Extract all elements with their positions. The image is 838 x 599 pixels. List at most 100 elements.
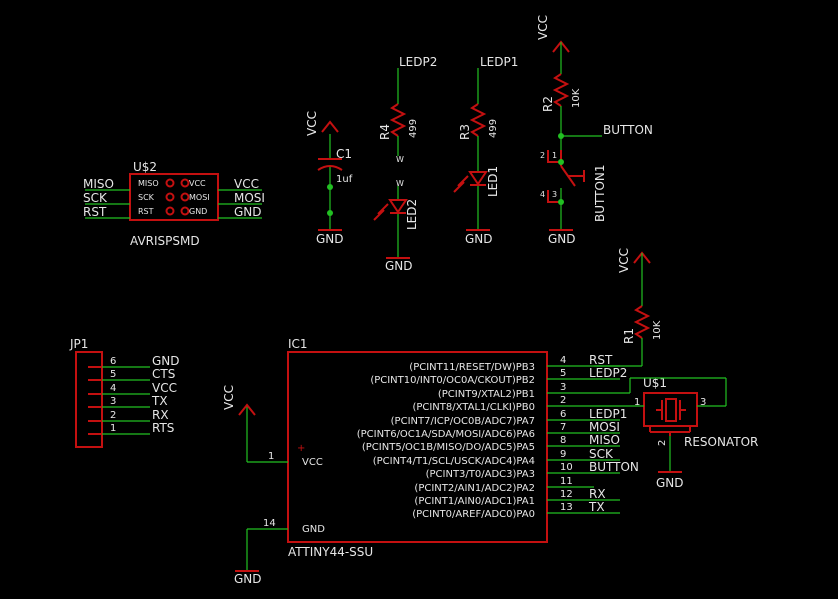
r2-refdes: R2 <box>541 96 555 112</box>
ic1-pin-name: (PCINT9/XTAL2)PB1 <box>438 389 535 400</box>
jp1-pin-5: 5 <box>110 369 116 380</box>
net-label-ic1: SCK <box>589 447 614 461</box>
ic1-pinnum-1: 1 <box>268 451 274 462</box>
component-led2[interactable]: LED2 <box>373 186 419 258</box>
ic1-pin-name: (PCINT4/T1/SCL/USCK/ADC4)PA4 <box>373 456 535 467</box>
ic1-vcc-symbol <box>238 403 256 416</box>
component-r1[interactable]: R1 10K <box>622 253 663 366</box>
net-label-ic1: MOSI <box>589 420 620 434</box>
button1-pin-2: 2 <box>540 151 545 160</box>
net-label-jp1-gnd: GND <box>152 354 180 368</box>
net-label-ledp1-top: LEDP1 <box>480 55 518 69</box>
ic1-pin-number: 4 <box>560 355 566 366</box>
net-label-jp1-vcc: VCC <box>152 381 177 395</box>
net-label-ic1: LEDP2 <box>589 366 627 380</box>
component-r2[interactable]: R2 10K <box>541 42 582 150</box>
resonator-body <box>643 392 698 427</box>
r2-value: 10K <box>571 88 582 108</box>
r2-vcc-label: VCC <box>536 15 550 40</box>
button1-pin-4: 4 <box>540 190 545 199</box>
net-label-vcc-isp: VCC <box>234 177 259 191</box>
ic1-pin-number: 6 <box>560 409 566 420</box>
resonator-pin-2: 2 <box>657 440 668 446</box>
jp1-pin-stubs <box>88 366 102 435</box>
avrisp-value: AVRISPSMD <box>130 234 200 248</box>
r1-value: 10K <box>652 320 663 340</box>
ic1-pin-number: 9 <box>560 449 566 460</box>
ic1-pin-gnd: GND <box>302 524 325 535</box>
button1-pin-3: 3 <box>552 190 557 199</box>
led2-pin-w: W <box>396 179 404 188</box>
button1-gnd-label: GND <box>548 232 576 246</box>
led2-gnd-label: GND <box>385 259 413 273</box>
ic1-pin-number: 11 <box>560 476 573 487</box>
ic1-pin-name: (PCINT8/XTAL1/CLKI)PB0 <box>412 402 535 413</box>
r3-refdes: R3 <box>458 124 472 140</box>
c1-vcc-symbol <box>321 120 339 133</box>
component-avrispsmd[interactable]: U$2 AVRISPSMD MISO SCK RST VCC MOSI GND <box>129 160 219 248</box>
ic1-refdes: IC1 <box>288 337 308 351</box>
resonator-gnd-label: GND <box>656 476 684 490</box>
led2-refdes: LED2 <box>405 199 419 230</box>
resonator-value: RESONATOR <box>684 435 758 449</box>
net-label-jp1-cts: CTS <box>152 367 175 381</box>
ic1-pin-number: 7 <box>560 422 566 433</box>
component-r3[interactable]: R3 499 <box>458 68 499 172</box>
avrisp-pin-circles <box>165 178 190 216</box>
net-label-ledp2-top: LEDP2 <box>399 55 437 69</box>
r4-refdes: R4 <box>378 124 392 140</box>
net-label-miso-isp: MISO <box>83 177 114 191</box>
net-label-ic1: RX <box>589 487 606 501</box>
r1-vcc-label: VCC <box>617 248 631 273</box>
avrisp-pin-miso: MISO <box>138 179 159 188</box>
r4-pin-w1: W <box>396 155 404 164</box>
ic1-pin-number: 3 <box>560 382 566 393</box>
component-r4[interactable]: R4 499 <box>378 68 419 156</box>
jp1-pin-3: 3 <box>110 396 116 407</box>
component-jp1[interactable]: JP1 <box>69 337 103 448</box>
r4-value: 499 <box>408 119 419 138</box>
component-ic1[interactable]: IC1 ATTINY44-SSU + VCC GND 1 14 (PCINT11… <box>263 337 639 559</box>
resonator-wires <box>594 377 727 472</box>
component-c1[interactable]: C1 1uf <box>317 134 353 230</box>
jp1-pin-6: 6 <box>110 356 116 367</box>
net-label-rst-isp: RST <box>83 205 107 219</box>
component-button1[interactable]: 2 1 4 3 BUTTON1 <box>540 150 607 230</box>
net-label-jp1-tx: TX <box>151 394 168 408</box>
ic1-pin-number: 5 <box>560 368 566 379</box>
button1-refdes: BUTTON1 <box>593 164 607 222</box>
jp1-wires <box>102 366 150 435</box>
avrisp-pin-gnd: GND <box>189 207 207 216</box>
ic1-pin-name: (PCINT1/AIN0/ADC1)PA1 <box>414 496 535 507</box>
r3-value: 499 <box>488 119 499 138</box>
net-label-gnd-isp: GND <box>234 205 262 219</box>
avrisp-refdes: U$2 <box>133 160 157 174</box>
ic1-pin-name: (PCINT7/ICP/OC0B/ADC7)PA7 <box>391 416 535 427</box>
avrisp-pin-mosi: MOSI <box>189 193 210 202</box>
ic1-body <box>287 351 548 543</box>
net-label-ic1: BUTTON <box>589 460 639 474</box>
avrisp-pin-rst: RST <box>138 207 154 216</box>
c1-refdes: C1 <box>336 147 352 161</box>
ic1-pin-name: (PCINT6/OC1A/SDA/MOSI/ADC6)PA6 <box>357 429 535 440</box>
ic1-pin-number: 2 <box>560 395 566 406</box>
component-resonator[interactable]: U$1 RESONATOR 1 3 2 <box>634 376 758 449</box>
net-label-mosi-isp: MOSI <box>234 191 265 205</box>
jp1-refdes: JP1 <box>69 337 88 351</box>
c1-gnd-label: GND <box>316 232 344 246</box>
junction-button <box>558 133 564 139</box>
led1-refdes: LED1 <box>486 166 500 197</box>
jp1-pin-2: 2 <box>110 410 116 421</box>
ic1-plus-mark: + <box>297 443 305 454</box>
avrisp-wires <box>85 189 262 219</box>
ic1-pin-vcc: VCC <box>302 457 323 468</box>
component-led1[interactable]: LED1 <box>453 166 500 230</box>
jp1-pin-4: 4 <box>110 383 116 394</box>
net-label-sck-isp: SCK <box>83 191 108 205</box>
net-label-jp1-rts: RTS <box>152 421 174 435</box>
avrisp-pin-vcc: VCC <box>189 179 206 188</box>
resonator-pin-3: 3 <box>700 397 706 408</box>
ic1-pin-name: (PCINT3/T0/ADC3)PA3 <box>426 469 535 480</box>
